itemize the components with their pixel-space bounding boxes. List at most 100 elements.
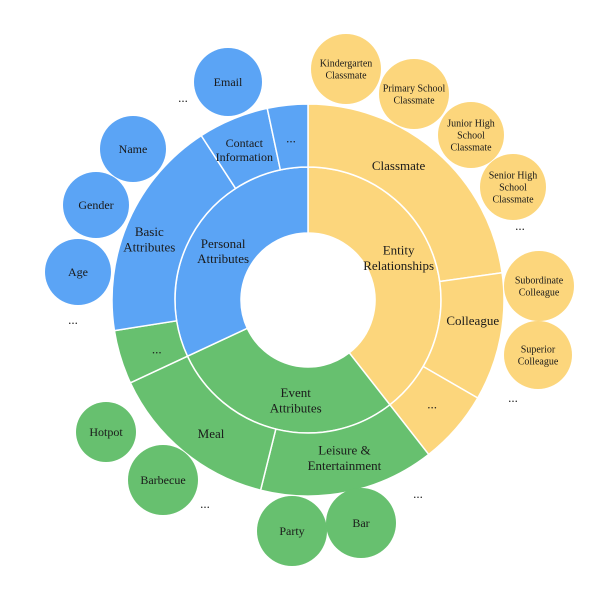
leaf-label-name-line: Name (119, 142, 148, 156)
leaf-label-kindergarten-line: Classmate (325, 70, 367, 81)
leaf-barbecue: Barbecue (128, 445, 198, 515)
inner-label-personal-line: Personal (201, 236, 246, 251)
leaf-label-senior-line: Classmate (492, 194, 534, 205)
leaf-label-primary-line: Primary School (383, 84, 446, 95)
leaf-label-barbecue: Barbecue (140, 473, 185, 487)
leaf-circle-email (194, 48, 262, 116)
leaf-name: Name (100, 116, 166, 182)
outer-label-basic-line: Basic (135, 224, 164, 239)
leaf-gender: Gender (63, 172, 129, 238)
continuation-ellipses: .................. (68, 90, 525, 511)
leaf-circle-kindergarten (311, 34, 381, 104)
inner-label-entity-line: Entity (383, 243, 415, 258)
ellipsis-after-senior: ... (515, 218, 525, 233)
outer-label-colleague: Colleague (446, 313, 499, 328)
leaf-label-barbecue-line: Barbecue (140, 473, 185, 487)
outer-segment-personal-more (266, 103, 309, 171)
leaf-label-subordinate-line: Subordinate (515, 276, 564, 287)
ellipsis-after-barbecue: ... (200, 496, 210, 511)
leaf-circle-subordinate (504, 251, 574, 321)
leaf-circle-bar (326, 488, 396, 558)
leaf-label-bar: Bar (352, 516, 369, 530)
ellipsis-after-superior: ... (508, 390, 518, 405)
ellipsis-before-email: ... (178, 90, 188, 105)
outer-label-leisure: Leisure &Entertainment (308, 443, 382, 473)
outer-label-entity-more: ... (427, 397, 437, 412)
outer-label-contact-line: Information (216, 150, 273, 164)
leaf-label-bar-line: Bar (352, 516, 369, 530)
outer-label-event-more-line: ... (152, 342, 162, 357)
leaf-label-junior-line: Junior High (447, 119, 495, 130)
outer-label-entity-more-line: ... (427, 397, 437, 412)
leaf-label-superior-line: Colleague (518, 356, 559, 367)
leaf-circle-gender (63, 172, 129, 238)
outer-label-event-more: ... (152, 342, 162, 357)
leaf-label-subordinate-line: Colleague (519, 287, 560, 298)
leaf-label-primary-line: Classmate (393, 95, 435, 106)
leaf-label-senior-line: School (499, 183, 527, 194)
ellipsis-after-bar: ... (413, 486, 423, 501)
outer-segment-classmate (307, 103, 503, 283)
leaf-label-email-line: Email (214, 75, 243, 89)
outer-label-classmate: Classmate (372, 158, 426, 173)
leaf-party: Party (257, 496, 327, 566)
ellipsis-after-age: ... (68, 312, 78, 327)
leaf-circle-junior (438, 102, 504, 168)
outer-label-classmate-line: Classmate (372, 158, 426, 173)
leaf-label-email: Email (214, 75, 243, 89)
outer-label-meal-line: Meal (198, 426, 225, 441)
leaf-label-age-line: Age (68, 265, 88, 279)
leaf-label-name: Name (119, 142, 148, 156)
leaf-circle-barbecue (128, 445, 198, 515)
leaf-circle-primary (379, 59, 449, 129)
outer-label-contact-line: Contact (226, 136, 264, 150)
outer-label-personal-more-line: ... (286, 130, 296, 145)
leaf-label-age: Age (68, 265, 88, 279)
leaf-label-superior-line: Superior (521, 345, 556, 356)
leaf-circle-hotpot (76, 402, 136, 462)
leaf-label-hotpot: Hotpot (89, 425, 123, 439)
leaf-circle-senior (480, 154, 546, 220)
leaf-email: Email (194, 48, 262, 116)
outer-label-basic-line: Attributes (123, 239, 175, 254)
outer-label-personal-more: ... (286, 130, 296, 145)
leaf-label-hotpot-line: Hotpot (89, 425, 123, 439)
outer-label-leisure-line: Leisure & (318, 443, 370, 458)
outer-label-colleague-line: Colleague (446, 313, 499, 328)
inner-label-event-line: Event (281, 385, 312, 400)
inner-label-entity-line: Relationships (363, 258, 434, 273)
outer-label-leisure-line: Entertainment (308, 458, 382, 473)
leaf-circle-age (45, 239, 111, 305)
leaf-label-gender-line: Gender (78, 198, 113, 212)
outer-label-meal: Meal (198, 426, 225, 441)
leaf-hotpot: Hotpot (76, 402, 136, 462)
leaf-label-party-line: Party (279, 524, 304, 538)
leaf-label-senior-line: Senior High (489, 171, 538, 182)
leaf-label-party: Party (279, 524, 304, 538)
inner-label-event-line: Attributes (270, 400, 322, 415)
leaf-label-gender: Gender (78, 198, 113, 212)
inner-label-personal-line: Attributes (197, 251, 249, 266)
leaf-circle-name (100, 116, 166, 182)
leaf-bar: Bar (326, 488, 396, 558)
leaf-label-junior-line: School (457, 131, 485, 142)
